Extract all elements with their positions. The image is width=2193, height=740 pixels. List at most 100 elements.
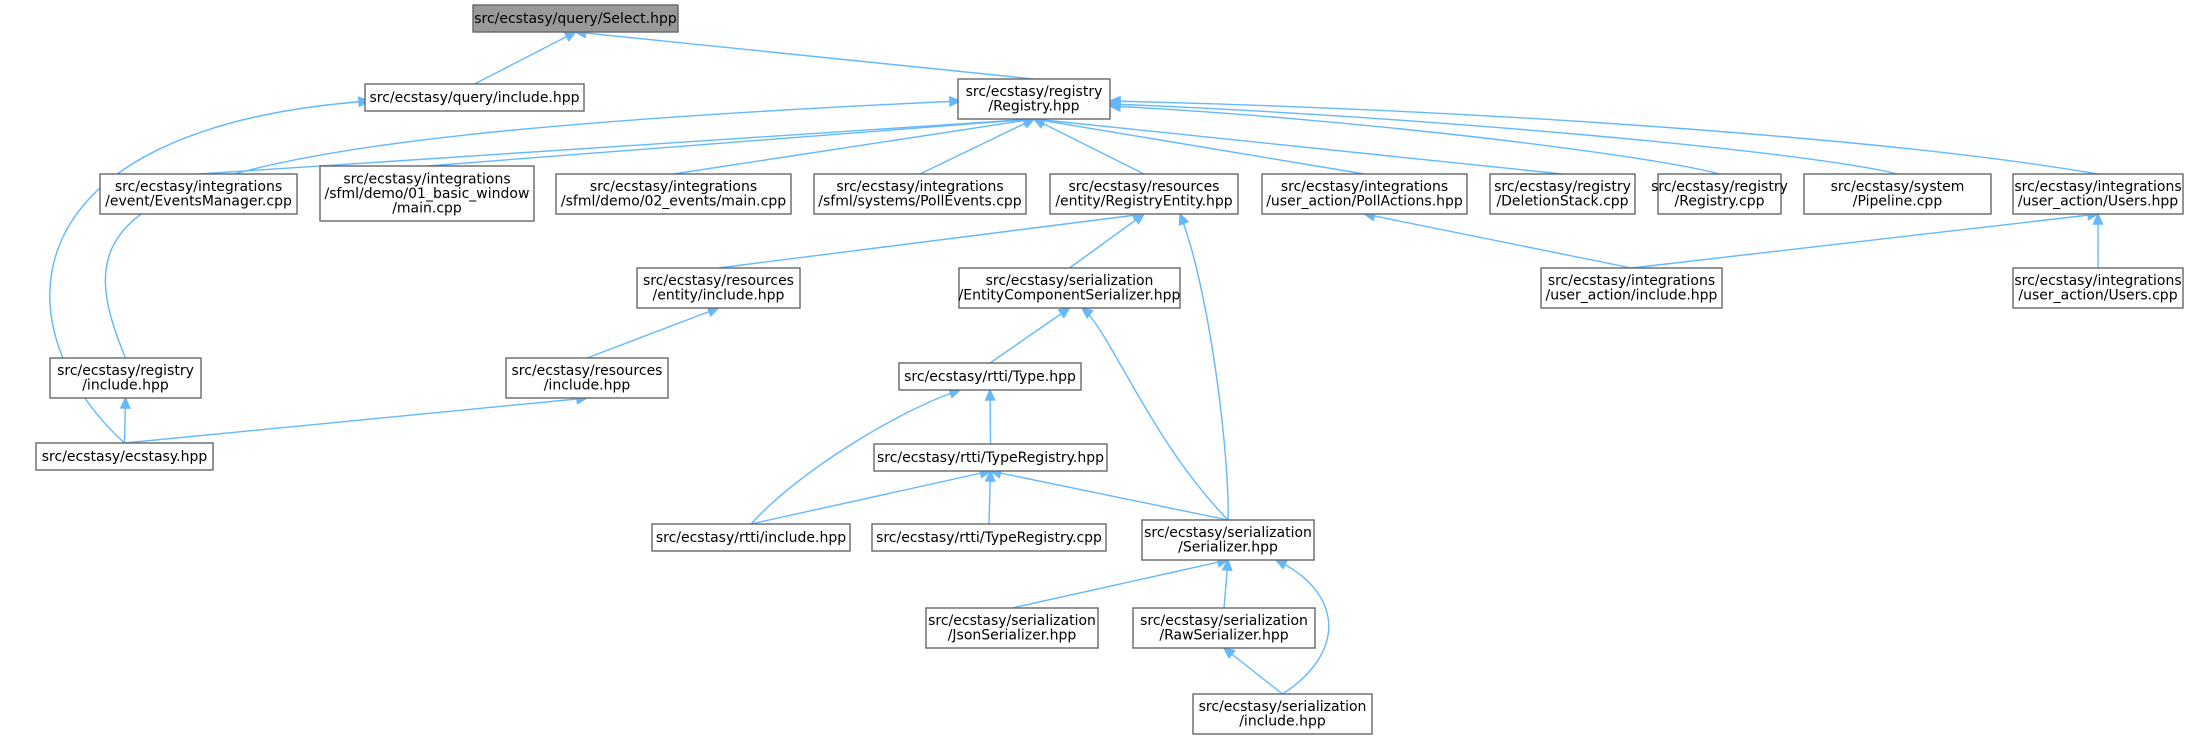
edge-user-action-include-to-users-hpp: [1631, 213, 2099, 269]
node-registry-hpp[interactable]: src/ecstasy/registry/Registry.hpp: [957, 78, 1111, 120]
node-pipeline[interactable]: src/ecstasy/system/Pipeline.cpp: [1803, 173, 1992, 215]
node-label: src/ecstasy/system: [1831, 179, 1965, 195]
node-poll-events[interactable]: src/ecstasy/integrations/sfml/systems/Po…: [813, 173, 1027, 215]
node-label: /EntityComponentSerializer.hpp: [959, 288, 1181, 304]
node-label: /include.hpp: [544, 378, 631, 394]
arrowhead-icon: [1080, 306, 1094, 320]
node-events-manager[interactable]: src/ecstasy/integrations/event/EventsMan…: [99, 173, 298, 215]
node-label: src/ecstasy/rtti/Type.hpp: [904, 369, 1076, 385]
node-label: /user_action/include.hpp: [1546, 288, 1718, 304]
node-label: src/ecstasy/resources: [1069, 179, 1220, 195]
edge-registry-entity-to-registry-hpp: [1033, 118, 1145, 175]
edge-query-include-to-select: [474, 31, 576, 85]
arrowhead-icon: [1178, 212, 1190, 227]
arrowhead-icon: [1222, 646, 1236, 660]
node-serializer-hpp[interactable]: src/ecstasy/serialization/Serializer.hpp: [1141, 519, 1315, 561]
node-type-registry-cpp[interactable]: src/ecstasy/rtti/TypeRegistry.cpp: [871, 523, 1107, 552]
node-box: [1141, 519, 1315, 561]
node-ecstasy-hpp[interactable]: src/ecstasy/ecstasy.hpp: [35, 442, 214, 471]
node-box: [1261, 173, 1468, 215]
node-box: [873, 443, 1108, 472]
edge-serialization-include-to-raw-serializer: [1223, 647, 1283, 695]
node-label: /Registry.cpp: [1675, 194, 1765, 210]
node-type-registry-hpp[interactable]: src/ecstasy/rtti/TypeRegistry.hpp: [873, 443, 1108, 472]
arrowhead-icon: [1057, 307, 1071, 319]
arrowhead-icon: [1274, 559, 1289, 570]
node-label: src/ecstasy/registry: [1651, 179, 1788, 195]
node-resources-include[interactable]: src/ecstasy/resources/include.hpp: [505, 357, 669, 399]
edge-layer: [49, 27, 2104, 695]
node-type-hpp[interactable]: src/ecstasy/rtti/Type.hpp: [898, 362, 1082, 391]
edge-ecstasy-hpp-to-resources-include: [124, 397, 588, 444]
node-label: /JsonSerializer.hpp: [948, 628, 1077, 644]
node-deletion-stack[interactable]: src/ecstasy/registry/DeletionStack.cpp: [1489, 173, 1636, 215]
node-box: [651, 523, 851, 552]
node-box: [636, 267, 801, 309]
edge-pipeline-to-registry-hpp: [1109, 103, 1898, 175]
arrowhead-icon: [984, 388, 996, 401]
arrowhead-icon: [2092, 212, 2104, 225]
node-registry-entity[interactable]: src/ecstasy/resources/entity/RegistryEnt…: [1049, 173, 1239, 215]
edge-rtti-include-to-type-hpp: [750, 389, 961, 525]
arrowhead-icon: [563, 31, 578, 42]
node-box: [49, 357, 202, 399]
arrowhead-icon: [1132, 212, 1146, 225]
node-box: [319, 165, 535, 222]
edge-serializer-hpp-to-ecs-serializer: [1081, 307, 1229, 521]
edge-type-hpp-to-ecs-serializer: [989, 307, 1070, 364]
node-rtti-include[interactable]: src/ecstasy/rtti/include.hpp: [651, 523, 851, 552]
node-box: [1132, 607, 1316, 649]
node-registry-include[interactable]: src/ecstasy/registry/include.hpp: [49, 357, 202, 399]
node-events-main[interactable]: src/ecstasy/integrations/sfml/demo/02_ev…: [555, 173, 792, 215]
edge-events-manager-to-registry-hpp: [198, 118, 1035, 175]
node-json-serializer[interactable]: src/ecstasy/serialization/JsonSerializer…: [925, 607, 1099, 649]
node-box: [35, 442, 214, 471]
edge-registry-cpp-to-registry-hpp: [1109, 105, 1720, 175]
node-user-action-include[interactable]: src/ecstasy/integrations/user_action/inc…: [1540, 267, 1723, 309]
edge-resources-include-to-entity-include: [586, 307, 719, 359]
node-raw-serializer[interactable]: src/ecstasy/serialization/RawSerializer.…: [1132, 607, 1316, 649]
node-box: [2012, 173, 2184, 215]
node-box: [1657, 173, 1782, 215]
node-label: /Serializer.hpp: [1178, 540, 1278, 556]
node-label: src/ecstasy/integrations: [590, 179, 757, 195]
node-label: src/ecstasy/rtti/include.hpp: [656, 530, 846, 546]
arrowhead-icon: [119, 396, 131, 409]
node-poll-actions[interactable]: src/ecstasy/integrations/user_action/Pol…: [1261, 173, 1468, 215]
node-label: src/ecstasy/ecstasy.hpp: [42, 449, 208, 465]
node-label: /Registry.hpp: [988, 99, 1079, 115]
node-label: src/ecstasy/integrations: [2014, 273, 2181, 289]
node-registry-cpp[interactable]: src/ecstasy/registry/Registry.cpp: [1651, 173, 1788, 215]
node-box: [1803, 173, 1992, 215]
node-box: [1540, 267, 1723, 309]
node-select[interactable]: src/ecstasy/query/Select.hpp: [472, 4, 679, 33]
node-users-cpp[interactable]: src/ecstasy/integrations/user_action/Use…: [2012, 267, 2184, 309]
node-entity-include[interactable]: src/ecstasy/resources/entity/include.hpp: [636, 267, 801, 309]
node-box: [1192, 693, 1373, 735]
node-label: src/ecstasy/integrations: [2014, 179, 2181, 195]
arrowhead-icon: [1221, 558, 1233, 572]
node-box: [472, 4, 679, 33]
node-basic-window[interactable]: src/ecstasy/integrations/sfml/demo/01_ba…: [319, 165, 535, 222]
node-label: src/ecstasy/integrations: [1548, 273, 1715, 289]
node-box: [925, 607, 1099, 649]
node-label: /include.hpp: [82, 378, 169, 394]
node-label: src/ecstasy/serialization: [1140, 613, 1308, 629]
edge-user-action-include-to-poll-actions: [1364, 213, 1632, 269]
node-label: /entity/RegistryEntity.hpp: [1055, 194, 1232, 210]
node-query-include[interactable]: src/ecstasy/query/include.hpp: [364, 83, 585, 112]
node-label: /RawSerializer.hpp: [1159, 628, 1288, 644]
node-label: src/ecstasy/rtti/TypeRegistry.cpp: [876, 530, 1102, 546]
node-users-hpp[interactable]: src/ecstasy/integrations/user_action/Use…: [2012, 173, 2184, 215]
node-box: [898, 362, 1082, 391]
edge-registry-hpp-to-select: [575, 31, 1035, 80]
node-box: [2012, 267, 2184, 309]
node-label: /user_action/Users.hpp: [2018, 194, 2178, 210]
node-box: [957, 78, 1111, 120]
node-label: src/ecstasy/query/include.hpp: [369, 90, 579, 106]
node-serialization-include[interactable]: src/ecstasy/serialization/include.hpp: [1192, 693, 1373, 735]
node-ecs-serializer[interactable]: src/ecstasy/serialization/EntityComponen…: [958, 267, 1181, 309]
node-label: src/ecstasy/integrations: [115, 179, 282, 195]
arrowhead-icon: [984, 469, 996, 482]
